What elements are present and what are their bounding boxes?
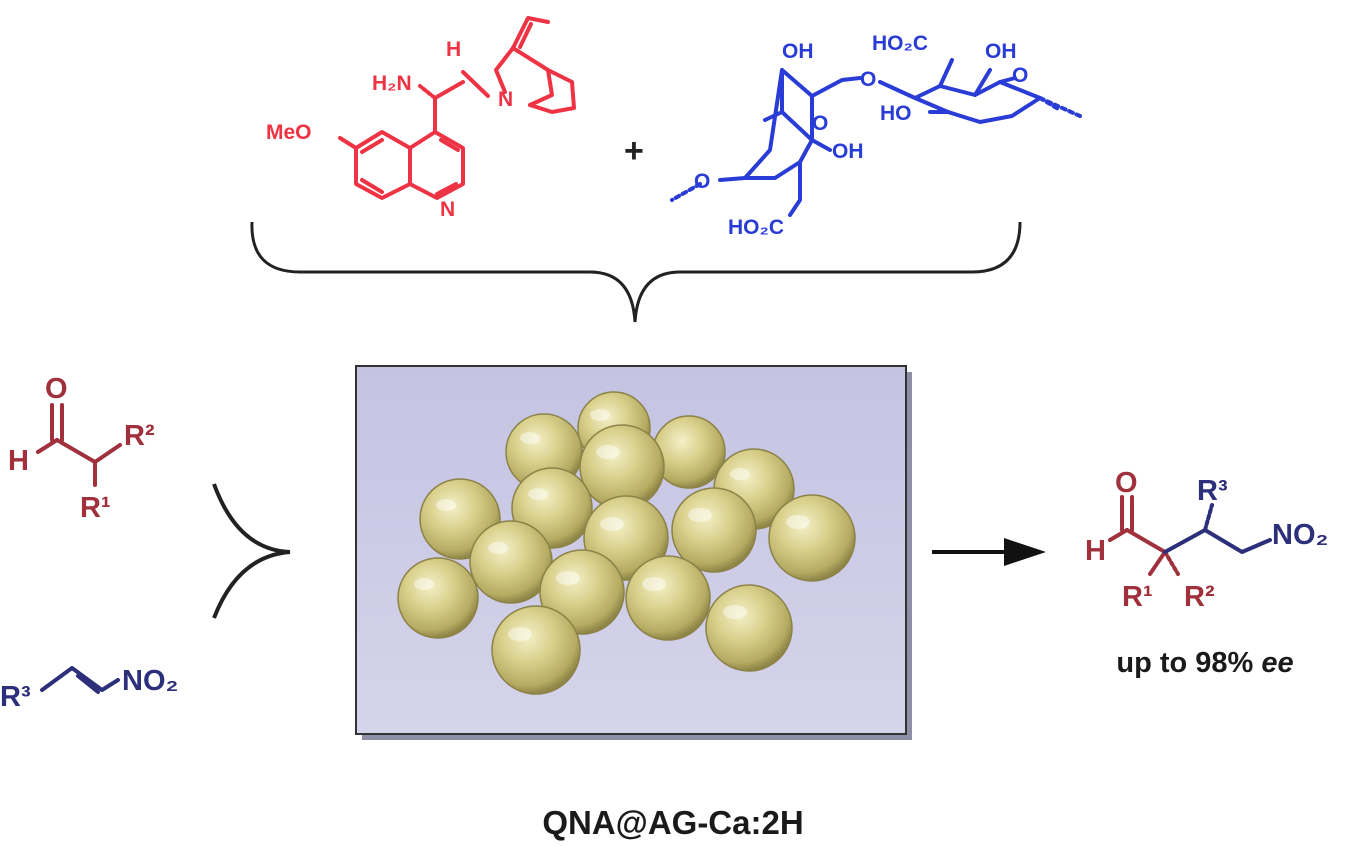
o-left-label: O	[694, 170, 710, 193]
ho2c-top-label: HO₂C	[872, 32, 928, 55]
polysaccharide-structure	[670, 58, 1082, 217]
amine-label: H₂N	[372, 72, 412, 95]
enantioselectivity-label: up to 98% ee	[1085, 647, 1325, 680]
product-h-label: H	[1085, 535, 1106, 567]
nitroalkene-r3-label: R³	[0, 681, 31, 713]
product-r2-label: R²	[1184, 581, 1215, 613]
catalyst-bead-photo	[355, 365, 912, 740]
combine-bracket	[212, 483, 291, 619]
oh-mid-label: OH	[832, 140, 864, 163]
product-r3-label: R³	[1197, 475, 1228, 507]
gel-beads	[397, 391, 856, 695]
ring-o-right-label: O	[1012, 64, 1028, 87]
nitroalkene-labels: R³ NO₂	[0, 665, 178, 713]
product-o-label: O	[1115, 467, 1138, 499]
aldehyde-r1-label: R¹	[80, 492, 111, 524]
nitroalkene-structure	[40, 666, 120, 694]
product-no2-label: NO₂	[1272, 519, 1328, 551]
oh-top-left-label: OH	[782, 40, 814, 63]
h-label: H	[446, 38, 461, 61]
plus-sign: +	[624, 132, 644, 170]
ring-n-label: N	[440, 198, 455, 221]
oh-top-right-label: OH	[985, 40, 1017, 63]
ho2c-bottom-label: HO₂C	[728, 216, 784, 239]
ee-abbreviation: ee	[1261, 647, 1294, 679]
ho-right-label: HO	[880, 102, 912, 125]
product-r1-label: R¹	[1122, 581, 1153, 613]
bridge-n-label: N	[498, 88, 513, 111]
methoxy-label: MeO	[266, 121, 312, 144]
reaction-arrow	[932, 538, 1046, 566]
enantioselectivity-prefix: up to 98%	[1116, 647, 1262, 679]
aldehyde-h-label: H	[8, 445, 29, 477]
polysaccharide-labels: OH O HO₂C OH O HO O OH O HO₂C	[694, 32, 1028, 239]
curly-brace	[250, 221, 1022, 323]
product-labels: O H R³ NO₂ R¹ R²	[1085, 467, 1328, 613]
glycosidic-o-label: O	[860, 68, 876, 91]
cinchona-amine-labels: MeO H₂N H N N	[266, 38, 513, 221]
aldehyde-labels: O H R² R¹	[8, 373, 155, 524]
ring-o-left-label: O	[812, 112, 828, 135]
cinchona-amine-structure	[338, 16, 576, 200]
product-structure	[1108, 495, 1272, 576]
aldehyde-r2-label: R²	[124, 420, 155, 452]
nitroalkene-no2-label: NO₂	[122, 665, 178, 697]
aldehyde-o-label: O	[45, 373, 68, 405]
catalyst-caption: QNA@AG-Ca:2H	[542, 804, 804, 841]
aldehyde-structure	[36, 403, 122, 487]
